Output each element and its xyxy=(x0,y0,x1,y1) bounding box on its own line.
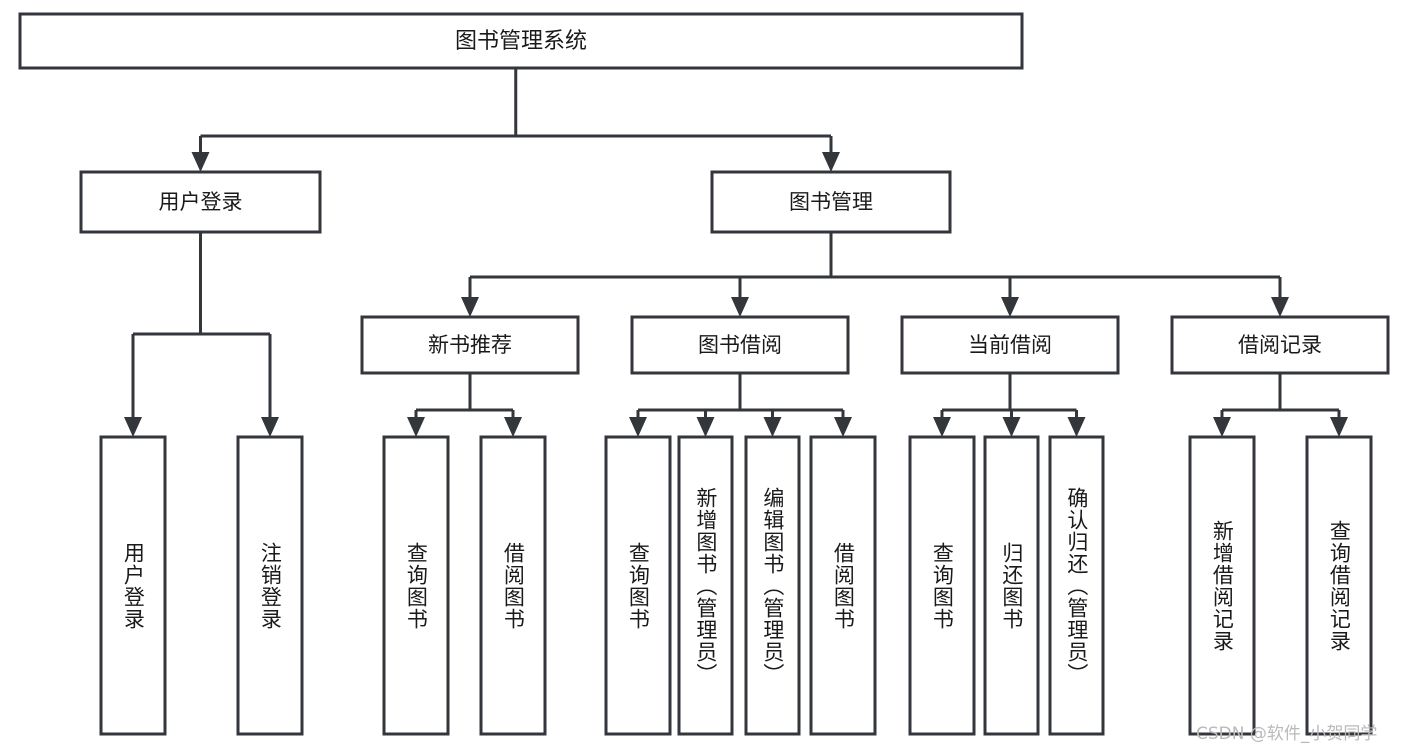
node-box-leaf-9 xyxy=(983,435,1040,736)
connector-arrowhead xyxy=(629,417,647,437)
connector-arrowhead xyxy=(731,297,749,317)
connector-arrowhead xyxy=(1213,417,1231,437)
connector-arrowhead xyxy=(822,152,840,172)
connector-arrowhead xyxy=(834,417,852,437)
node-box-leaf-1 xyxy=(236,435,304,736)
node-box-level3-2 xyxy=(900,315,1120,375)
connectors-layer xyxy=(124,68,1348,437)
watermark-text: CSDN @软件_小贺同学 xyxy=(1196,724,1378,744)
node-label-level3-3: 借阅记录 xyxy=(1238,333,1322,357)
node-box-leaf-7 xyxy=(809,435,877,736)
connector-arrowhead xyxy=(763,417,782,437)
connector-arrowhead xyxy=(1271,297,1289,317)
node-box-root xyxy=(18,12,1024,70)
node-label-level3-2: 当前借阅 xyxy=(968,333,1052,357)
node-label-level3-1: 图书借阅 xyxy=(698,333,782,357)
node-box-level2-0 xyxy=(79,170,322,234)
node-box-level3-3 xyxy=(1170,315,1390,375)
boxes-layer xyxy=(18,12,1390,736)
node-box-leaf-10 xyxy=(1048,435,1105,736)
node-box-level3-1 xyxy=(630,315,850,375)
node-label-level2-0: 用户登录 xyxy=(159,190,243,214)
node-box-leaf-2 xyxy=(382,435,450,736)
connector-arrowhead xyxy=(1001,297,1019,317)
node-label-level2-1: 图书管理 xyxy=(789,190,873,214)
connector-arrowhead xyxy=(461,297,479,317)
connector-arrowhead xyxy=(504,417,522,437)
connector-arrowhead xyxy=(696,417,715,437)
node-box-leaf-6 xyxy=(744,435,801,736)
connector-arrowhead xyxy=(1330,417,1348,437)
connector-arrowhead xyxy=(124,417,142,437)
node-box-leaf-0 xyxy=(99,435,167,736)
connector-arrowhead xyxy=(407,417,425,437)
node-label-level3-0: 新书推荐 xyxy=(428,333,512,357)
node-box-leaf-12 xyxy=(1305,435,1373,736)
connector-arrowhead xyxy=(261,417,279,437)
node-box-level2-1 xyxy=(710,170,952,234)
node-label-root: 图书管理系统 xyxy=(455,29,587,54)
node-box-level3-0 xyxy=(360,315,580,375)
connector-arrowhead xyxy=(1067,417,1086,437)
node-box-leaf-8 xyxy=(908,435,976,736)
connector-arrowhead xyxy=(191,152,210,172)
connector-arrowhead xyxy=(1002,417,1021,437)
node-box-leaf-11 xyxy=(1188,435,1256,736)
node-box-leaf-3 xyxy=(479,435,547,736)
connector-arrowhead xyxy=(933,417,951,437)
node-box-leaf-4 xyxy=(604,435,672,736)
node-box-leaf-5 xyxy=(677,435,734,736)
